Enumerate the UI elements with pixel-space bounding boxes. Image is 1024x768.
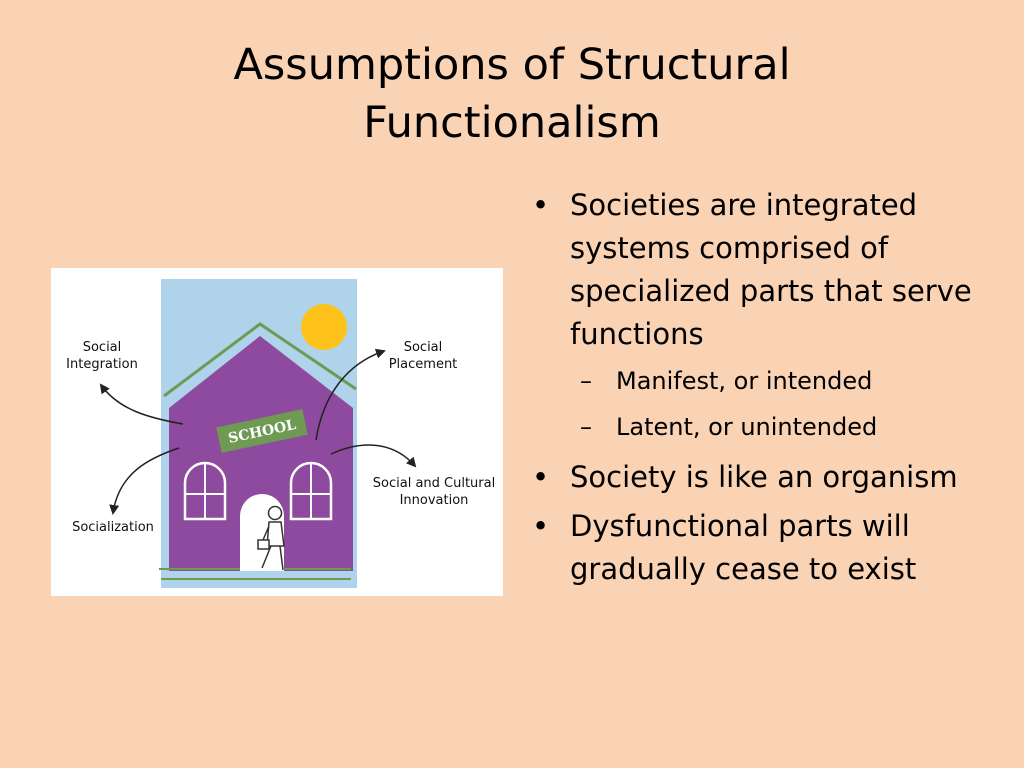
label-social-integration: Social Integration	[66, 340, 138, 372]
sub-bullet-item: – Manifest, or intended	[570, 358, 972, 404]
roof-line	[163, 322, 357, 398]
sub-bullet-list: – Manifest, or intended – Latent, or uni…	[570, 358, 972, 450]
sub-bullet-dash: –	[580, 413, 592, 441]
bullet-text: Society is like an organism	[570, 460, 958, 494]
bullet-text: Dysfunctional parts will gradually cease…	[570, 509, 917, 586]
school-illustration: SCHOOL	[51, 268, 503, 596]
title-line-2: Functionalism	[363, 98, 661, 148]
bullet-item: Dysfunctional parts will gradually cease…	[532, 505, 972, 591]
bullet-item: Society is like an organism	[532, 456, 972, 499]
arrow-innovation	[330, 444, 417, 468]
label-social-placement: Social Placement	[388, 340, 458, 372]
sub-bullet-text: Manifest, or intended	[616, 367, 873, 395]
bullet-text: Societies are integrated systems compris…	[570, 188, 972, 351]
left-window	[183, 461, 227, 521]
bullet-list: Societies are integrated systems compris…	[532, 184, 972, 597]
arrow-social-placement	[315, 348, 386, 441]
sub-bullet-text: Latent, or unintended	[616, 413, 878, 441]
arrow-social-integration	[99, 383, 184, 425]
slide-title: Assumptions of Structural Functionalism	[112, 36, 912, 152]
sun-icon	[301, 304, 347, 350]
sub-bullet-item: – Latent, or unintended	[570, 404, 972, 450]
arrow-socialization	[109, 447, 180, 515]
label-socialization: Socialization	[72, 520, 154, 535]
sub-bullet-dash: –	[580, 367, 592, 395]
title-line-1: Assumptions of Structural	[233, 40, 791, 90]
right-window	[289, 461, 333, 521]
label-social-cultural-innovation: Social and Cultural Innovation	[372, 476, 496, 508]
student-figure	[257, 505, 285, 571]
school-house-drawing: SCHOOL	[99, 279, 417, 588]
bullet-item: Societies are integrated systems compris…	[532, 184, 972, 450]
